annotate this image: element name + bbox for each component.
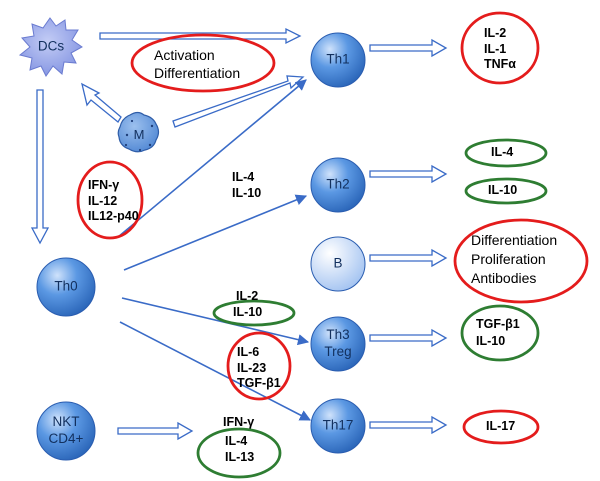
activation-label: Activation Differentiation	[154, 47, 241, 81]
arrow-th0-to-treg	[121, 297, 310, 346]
arrow-th0-to-th2	[123, 194, 308, 271]
node-b-circle	[310, 236, 366, 292]
b-output-label: Differentiation Proliferation Antibodies	[471, 232, 558, 286]
th2-output-il4-ellipse	[464, 138, 548, 168]
th0-label: Th0	[54, 278, 78, 294]
nkt-il4-il13-ellipse	[196, 427, 282, 479]
node-th0-circle	[36, 257, 96, 317]
arrow-th17-to-output	[369, 415, 448, 435]
arrow-th2-to-output	[369, 164, 448, 184]
nkt-label: NKT CD4+	[48, 414, 84, 446]
th2-output-il10-ellipse	[464, 177, 548, 205]
treg-output-ellipse	[460, 304, 540, 362]
th2-output-il4-label: IL-4	[491, 145, 514, 159]
b-output-ellipse	[453, 218, 589, 304]
dc-cytokines-ellipse	[76, 160, 144, 240]
nkt-ifn-label: IFN-γ	[223, 415, 255, 429]
th17-inputs-ellipse	[226, 331, 292, 401]
macrophage-label: M	[133, 126, 145, 142]
macrophage-cell	[117, 111, 160, 153]
th17-output-label: IL-17	[486, 419, 516, 433]
node-th2-circle	[310, 157, 366, 213]
arrow-m-to-th1	[172, 75, 305, 128]
arrow-treg-to-output	[369, 328, 448, 348]
arrow-b-to-output	[369, 248, 448, 268]
dcs-label: DCs	[37, 38, 65, 54]
node-th1-circle	[310, 32, 366, 88]
nkt-il4-il13-label: IL-4 IL-13	[225, 434, 255, 464]
dc-cytokines-label: IFN-γ IL-12 IL12-p40	[88, 178, 139, 224]
arrow-th0-area-to-th1	[117, 79, 307, 238]
arrow-nkt-to-ifn	[117, 421, 194, 441]
th17-inputs-label: IL-6 IL-23 TGF-β1	[237, 345, 281, 391]
arrow-m-to-dc	[81, 82, 122, 123]
treg-il2-label: IL-2	[236, 289, 259, 303]
th2-inputs-label: IL-4 IL-10	[232, 170, 262, 200]
th1-output-label: IL-2 IL-1 TNFα	[484, 26, 516, 72]
th2-output-il10-label: IL-10	[488, 183, 518, 197]
th1-output-ellipse	[460, 11, 540, 85]
b-label: B	[333, 255, 343, 271]
treg-il10-ellipse	[212, 299, 296, 327]
treg-output-label: TGF-β1 IL-10	[476, 317, 520, 348]
activation-ellipse	[130, 33, 276, 93]
arrow-th1-to-output	[369, 38, 448, 58]
th17-output-ellipse	[462, 409, 540, 445]
arrow-th0-to-th17	[119, 321, 311, 421]
dc-cell-shape	[18, 17, 83, 77]
node-th17-circle	[310, 398, 366, 454]
arrow-dc-to-th0	[30, 89, 50, 245]
th2-label: Th2	[326, 176, 350, 192]
th17-label: Th17	[322, 417, 354, 433]
node-nkt-circle	[36, 401, 96, 461]
th1-label: Th1	[326, 51, 350, 67]
treg-label: Th3 Treg	[324, 327, 352, 359]
node-treg-circle	[310, 316, 366, 372]
treg-il10-label: IL-10	[233, 305, 263, 319]
